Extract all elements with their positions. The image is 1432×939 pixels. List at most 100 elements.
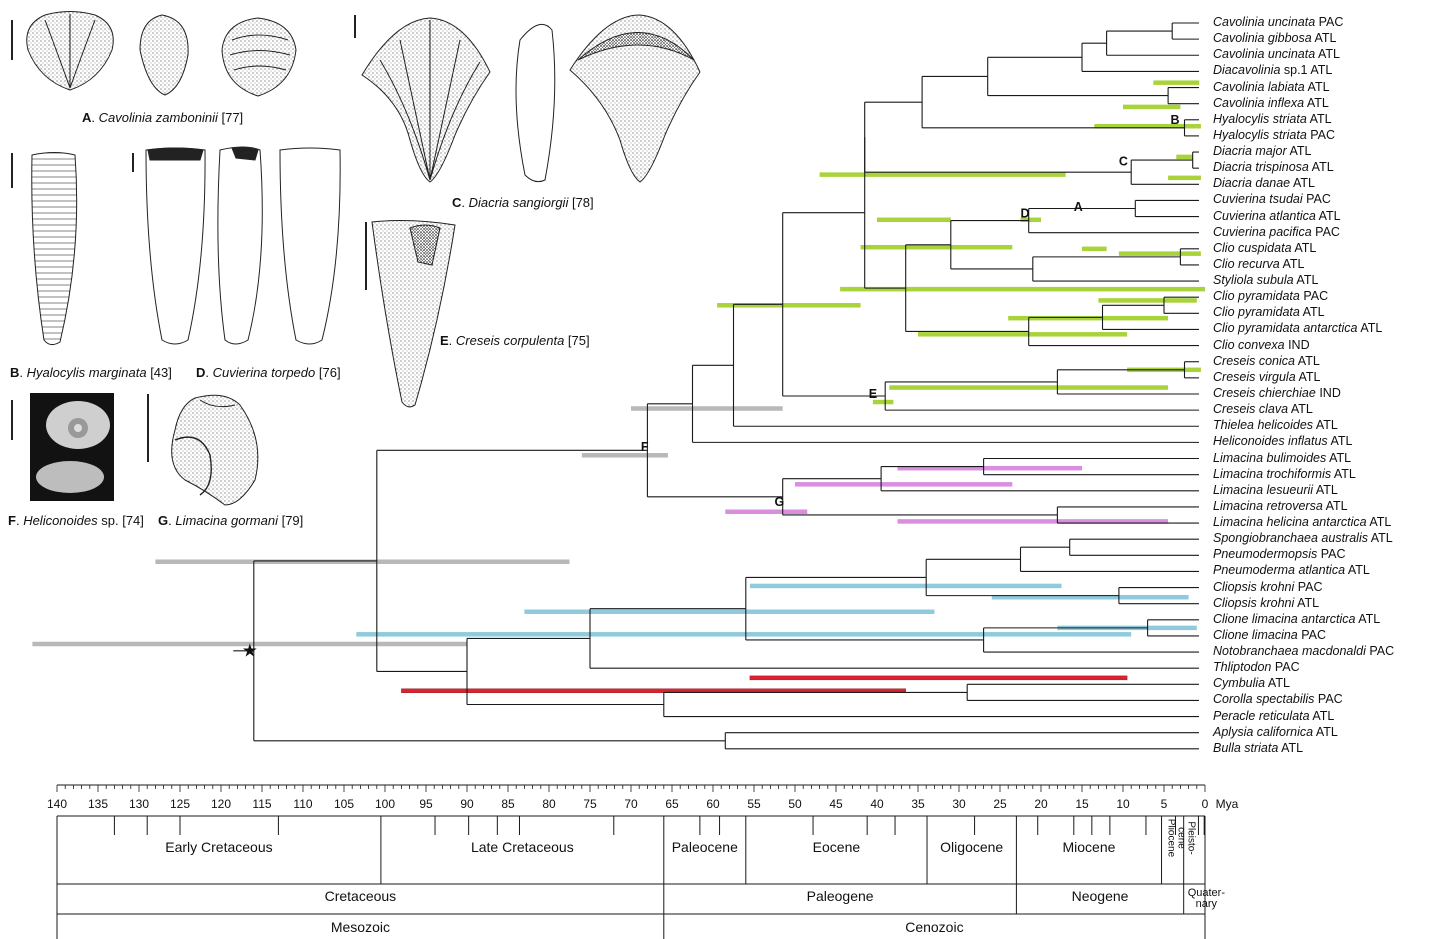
axis-tick-label: 30 — [952, 797, 966, 811]
tip-label: Styliola subula ATL — [1213, 273, 1318, 287]
node-age-bar — [155, 559, 569, 564]
tip-label: Limacina lesueurii ATL — [1213, 483, 1338, 497]
node-age-bar — [1008, 316, 1168, 321]
epoch-label: Eocene — [813, 839, 861, 855]
tip-label: Cavolinia labiata ATL — [1213, 80, 1330, 94]
axis-tick-label: 110 — [293, 797, 312, 811]
tip-label: Creseis chierchiae IND — [1213, 386, 1341, 400]
tip-label: Clio recurva ATL — [1213, 257, 1304, 271]
tip-label: Clio pyramidata PAC — [1213, 289, 1328, 303]
tip-label: Pneumodermopsis PAC — [1213, 547, 1345, 561]
node-label: A — [1074, 200, 1083, 214]
tip-label: Limacina retroversa ATL — [1213, 499, 1348, 513]
tip-label: Pneumoderma atlantica ATL — [1213, 563, 1370, 577]
node-age-bar — [861, 245, 1013, 250]
tip-label: Corolla spectabilis PAC — [1213, 692, 1343, 706]
period-label: Neogene — [1072, 888, 1129, 904]
axis-tick-label: 60 — [706, 797, 720, 811]
node-label: C — [1119, 155, 1128, 169]
tip-label: Cuvierina pacifica PAC — [1213, 225, 1340, 239]
tip-label: Cliopsis krohni ATL — [1213, 596, 1319, 610]
node-label: E — [869, 387, 877, 401]
node-age-bar — [725, 509, 807, 514]
period-label: Quater-nary — [1188, 887, 1226, 910]
node-age-bar — [1098, 298, 1196, 303]
tip-label: Limacina trochiformis ATL — [1213, 467, 1356, 481]
tip-label: Cavolinia uncinata ATL — [1213, 47, 1340, 61]
tip-label: Cavolinia inflexa ATL — [1213, 96, 1329, 110]
node-age-bar — [582, 453, 668, 458]
axis-tick-label: 85 — [501, 797, 515, 811]
node-label: B — [1171, 113, 1180, 127]
epoch-label: Pleisto-cene — [1175, 821, 1196, 854]
axis-tick-label: 115 — [252, 797, 271, 811]
node-age-bar — [889, 385, 1168, 390]
axis-tick-label: 90 — [460, 797, 474, 811]
axis-tick-label: 5 — [1161, 797, 1168, 811]
tip-label: Hyalocylis striata PAC — [1213, 128, 1335, 142]
node-age-bar — [356, 632, 1131, 637]
epoch-label: Early Cretaceous — [165, 839, 272, 855]
axis-tick-label: 95 — [419, 797, 433, 811]
node-age-bar — [840, 287, 1205, 292]
axis-tick-label: 55 — [747, 797, 761, 811]
node-age-bar — [877, 218, 951, 223]
node-age-bar — [631, 406, 783, 411]
tip-label: Cliopsis krohni PAC — [1213, 580, 1323, 594]
tip-label: Bulla striata ATL — [1213, 741, 1303, 755]
node-age-bar — [1176, 155, 1192, 160]
epoch-label: Paleocene — [672, 839, 738, 855]
axis-tick-label: 40 — [870, 797, 884, 811]
node-age-bar — [1153, 80, 1199, 85]
tip-label: Hyalocylis striata ATL — [1213, 112, 1332, 126]
axis-tick-label: 140 — [47, 797, 67, 811]
era-label: Cenozoic — [905, 919, 963, 935]
axis-tick-label: 105 — [334, 797, 354, 811]
axis-tick-label: 20 — [1034, 797, 1048, 811]
epoch-label: Miocene — [1063, 839, 1116, 855]
axis-tick-label: 70 — [624, 797, 638, 811]
tip-label: Heliconoides inflatus ATL — [1213, 434, 1352, 448]
tip-label: Diacavolinia sp.1 ATL — [1213, 63, 1332, 77]
node-age-bar — [524, 609, 934, 614]
axis-tick-label: 0 — [1202, 797, 1209, 811]
axis-tick-label: 35 — [911, 797, 925, 811]
period-label: Paleogene — [807, 888, 874, 904]
tip-label: Cuvierina tsudai PAC — [1213, 192, 1331, 206]
node-age-bar — [820, 172, 1066, 177]
node-age-bar — [717, 303, 861, 308]
axis-unit-label: Mya — [1216, 797, 1239, 811]
tip-label: Diacria major ATL — [1213, 144, 1311, 158]
tip-label: Clio pyramidata ATL — [1213, 305, 1325, 319]
tip-label: Cymbulia ATL — [1213, 676, 1290, 690]
tip-label: Creseis virgula ATL — [1213, 370, 1320, 384]
axis-tick-label: 65 — [665, 797, 679, 811]
period-label: Cretaceous — [325, 888, 397, 904]
tip-label: Peracle reticulata ATL — [1213, 709, 1334, 723]
axis-tick-label: 15 — [1075, 797, 1089, 811]
axis-tick-label: 80 — [542, 797, 556, 811]
tip-label: Cavolinia uncinata PAC — [1213, 15, 1343, 29]
axis-tick-label: 135 — [88, 797, 108, 811]
tip-label: Limacina helicina antarctica ATL — [1213, 515, 1391, 529]
epoch-label-line: cene — [1175, 827, 1186, 849]
epoch-label: Pliocene — [1166, 819, 1177, 858]
axis-tick-label: 100 — [375, 797, 395, 811]
node-age-bar — [918, 332, 1127, 337]
tip-label: Cavolinia gibbosa ATL — [1213, 31, 1336, 45]
axis-tick-label: 120 — [211, 797, 231, 811]
calibration-star-icon: ★ — [242, 640, 258, 661]
node-age-bar — [1082, 247, 1107, 252]
tip-label: Cuvierina atlantica ATL — [1213, 209, 1341, 223]
tip-label: Limacina bulimoides ATL — [1213, 451, 1351, 465]
tip-label: Clione limacina antarctica ATL — [1213, 612, 1380, 626]
node-age-bar — [1119, 251, 1201, 256]
tip-label: Spongiobranchaea australis ATL — [1213, 531, 1393, 545]
axis-tick-label: 45 — [829, 797, 843, 811]
tip-label: Clio cuspidata ATL — [1213, 241, 1316, 255]
node-age-bar — [1168, 176, 1201, 181]
tip-label: Clio pyramidata antarctica ATL — [1213, 321, 1382, 335]
axis-tick-label: 50 — [788, 797, 802, 811]
tip-label: Diacria trispinosa ATL — [1213, 160, 1334, 174]
tip-label: Diacria danae ATL — [1213, 176, 1315, 190]
